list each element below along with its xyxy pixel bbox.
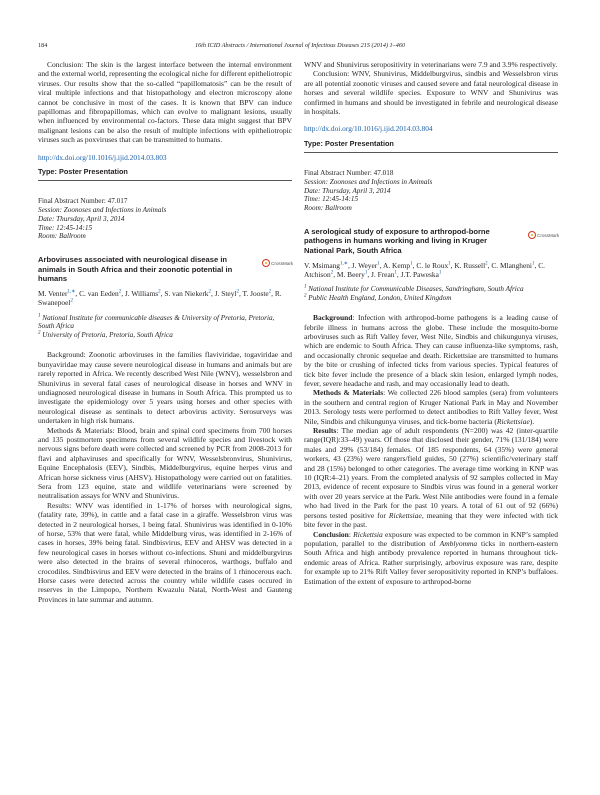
date: Date: Thursday, April 3, 2014 bbox=[38, 214, 125, 223]
author[interactable]: M. Beery1 bbox=[336, 269, 368, 279]
crossmark-badge[interactable]: CrossMark bbox=[528, 230, 560, 241]
abstract-title: Arboviruses associated with neurological… bbox=[38, 254, 233, 284]
abstract-meta: Final Abstract Number: 47.018 Session: Z… bbox=[304, 169, 558, 213]
affiliation: 1 National Institute for communicable di… bbox=[38, 313, 275, 331]
left-column: Conclusion: The skin is the largest inte… bbox=[38, 60, 294, 604]
right-column: WNV and Shunivirus seropositivity in vet… bbox=[304, 60, 560, 586]
author[interactable]: J. Frean1 bbox=[371, 269, 397, 279]
crossmark-label: CrossMark bbox=[537, 232, 560, 238]
author[interactable]: C. Atchison2 bbox=[304, 260, 545, 279]
author-list: M. Venter1,∗, C. van Eeden2, J. Williams… bbox=[38, 288, 282, 308]
date: Date: Thursday, April 3, 2014 bbox=[304, 186, 391, 195]
abstract-meta: Final Abstract Number: 47.017 Session: Z… bbox=[38, 197, 292, 241]
poster-type: Type: Poster Presentation bbox=[304, 138, 394, 148]
prev-conclusion: Conclusion: WNV, Shunivirus, Middelburgv… bbox=[304, 69, 558, 117]
author[interactable]: J. Weyer1 bbox=[351, 260, 380, 270]
affiliation: 1 National Institute for Communicable Di… bbox=[304, 284, 524, 294]
results-continued: WNV and Shunivirus seropositivity in vet… bbox=[304, 60, 558, 69]
author[interactable]: C. Mlangheni1 bbox=[491, 260, 535, 270]
crossmark-icon bbox=[262, 259, 270, 268]
crossmark-badge[interactable]: CrossMark bbox=[262, 258, 294, 269]
methods-paragraph: Methods & Materials: Blood, brain and sp… bbox=[38, 425, 292, 501]
crossmark-label: CrossMark bbox=[271, 260, 294, 266]
background-paragraph: Background: Infection with arthropod-bor… bbox=[304, 313, 558, 389]
abstract-number: Final Abstract Number: 47.018 bbox=[304, 169, 394, 178]
author[interactable]: M. Venter1,∗ bbox=[38, 288, 76, 298]
author[interactable]: S. van Niekerk2 bbox=[164, 288, 211, 298]
results-paragraph: Results: WNV was identified in 1-17% of … bbox=[38, 500, 292, 604]
author[interactable]: T. Jooste2 bbox=[242, 288, 272, 298]
divider bbox=[38, 180, 292, 182]
background-paragraph: Background: Zoonotic arboviruses in the … bbox=[38, 350, 292, 426]
running-header: 184 16th ICID Abstracts / International … bbox=[38, 42, 562, 54]
author[interactable]: J.T. Paweska1 bbox=[400, 269, 442, 279]
abstract-title: A serological study of exposure to arthr… bbox=[304, 226, 490, 255]
results-paragraph: Results: The median age of adult respond… bbox=[304, 426, 559, 530]
affiliation: 2 University of Pretoria, Pretoria, Sout… bbox=[38, 331, 173, 340]
author[interactable]: C. le Roux1 bbox=[416, 260, 451, 270]
doi-link[interactable]: http://dx.doi.org/10.1016/j.ijid.2014.03… bbox=[38, 152, 167, 162]
author[interactable]: K. Russell2 bbox=[454, 260, 488, 270]
author[interactable]: A. Kemp1 bbox=[383, 260, 413, 270]
conclusion-paragraph: Conclusion: Rickettsia exposure was expe… bbox=[304, 529, 558, 586]
divider bbox=[304, 152, 558, 154]
crossmark-icon bbox=[528, 231, 536, 240]
time: Time: 12:45-14:15 bbox=[304, 195, 359, 204]
author[interactable]: C. van Eeden2 bbox=[79, 288, 122, 298]
abstract-header: Arboviruses associated with neurological… bbox=[38, 254, 294, 284]
session: Session: Zoonoses and Infections in Anim… bbox=[38, 206, 167, 215]
prev-conclusion: Conclusion: The skin is the largest inte… bbox=[38, 60, 292, 145]
poster-type: Type: Poster Presentation bbox=[38, 167, 128, 177]
author[interactable]: R. Swanepoel2 bbox=[38, 288, 282, 308]
page-number: 184 bbox=[38, 42, 48, 49]
time: Time: 12:45-14:15 bbox=[38, 223, 93, 232]
author-list: V. Msimang1,∗, J. Weyer1, A. Kemp1, C. l… bbox=[304, 260, 545, 279]
affiliation: 2 Public Health England, London, United … bbox=[304, 293, 452, 303]
abstract-number: Final Abstract Number: 47.017 bbox=[38, 197, 128, 206]
room: Room: Ballroom bbox=[38, 232, 86, 241]
abstract-header: A serological study of exposure to arthr… bbox=[304, 226, 560, 256]
room: Room: Ballroom bbox=[304, 204, 352, 213]
methods-paragraph: Methods & Materials: We collected 226 bl… bbox=[304, 388, 559, 426]
doi-link[interactable]: http://dx.doi.org/10.1016/j.ijid.2014.03… bbox=[304, 124, 433, 134]
author[interactable]: J. Steyl2 bbox=[214, 288, 239, 298]
author[interactable]: J. Williams2 bbox=[124, 288, 161, 298]
author[interactable]: V. Msimang1,∗ bbox=[304, 260, 348, 270]
journal-citation: 16th ICID Abstracts / International Jour… bbox=[194, 42, 406, 49]
session: Session: Zoonoses and Infections in Anim… bbox=[304, 177, 433, 186]
